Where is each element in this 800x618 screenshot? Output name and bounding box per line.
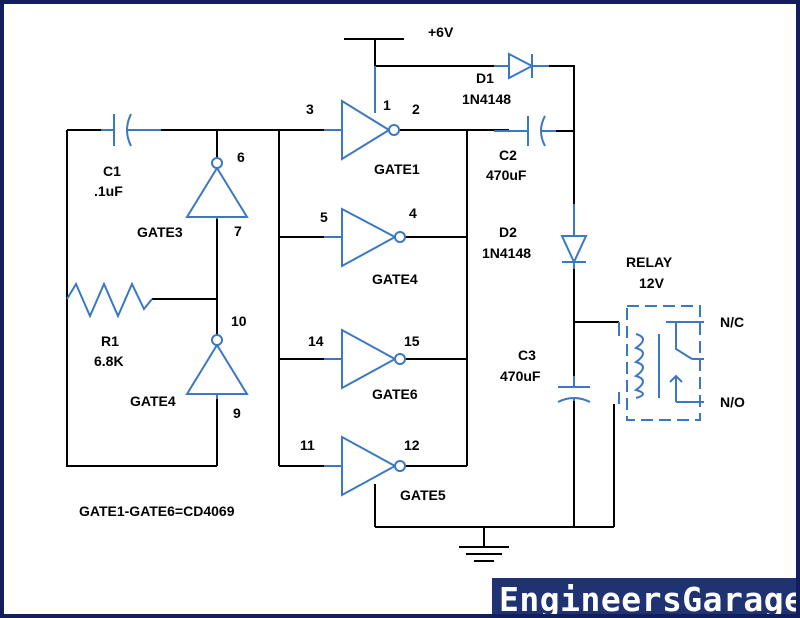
label-c1-name: C1 bbox=[103, 163, 121, 179]
engineersgarage-logo bbox=[492, 578, 796, 614]
label-no: N/O bbox=[720, 394, 745, 410]
gate4-inverter bbox=[324, 207, 406, 268]
label-d2-name: D2 bbox=[499, 224, 517, 240]
input-bus-wire bbox=[278, 129, 324, 467]
gate5-inverter bbox=[324, 435, 406, 497]
label-gate6: GATE6 bbox=[372, 386, 418, 402]
pin-12: 12 bbox=[404, 437, 420, 453]
gate6-inverter bbox=[324, 328, 406, 390]
supply-wire bbox=[344, 38, 504, 67]
circuit-schematic: +6V D1 1N4148 C2 470uF D2 1N4148 C3 470u… bbox=[66, 24, 745, 562]
pin-9: 9 bbox=[233, 405, 241, 421]
pin-10: 10 bbox=[231, 313, 247, 329]
pin-5: 5 bbox=[320, 209, 328, 225]
ground-symbol bbox=[459, 546, 509, 562]
pin-3: 3 bbox=[306, 101, 314, 117]
oscillator-wire bbox=[66, 129, 279, 467]
wiring bbox=[66, 38, 619, 562]
label-gate1: GATE1 bbox=[374, 161, 420, 177]
pin-1: 1 bbox=[383, 97, 391, 113]
label-gate4: GATE4 bbox=[372, 271, 418, 287]
label-d1-part: 1N4148 bbox=[462, 91, 511, 107]
label-c2-name: C2 bbox=[499, 147, 517, 163]
output-bus-wire bbox=[398, 129, 509, 467]
resistor-r1 bbox=[66, 281, 153, 319]
label-relay-voltage: 12V bbox=[639, 275, 665, 291]
label-gate5: GATE5 bbox=[400, 487, 446, 503]
pin-11: 11 bbox=[300, 437, 315, 453]
pin-4: 4 bbox=[409, 205, 417, 221]
gate1-inverter bbox=[324, 66, 400, 161]
label-c2-value: 470uF bbox=[486, 167, 527, 183]
label-c3-value: 470uF bbox=[500, 368, 541, 384]
gate4-left-inverter bbox=[185, 334, 249, 399]
label-ic-note: GATE1-GATE6=CD4069 bbox=[79, 503, 235, 519]
pin-15: 15 bbox=[404, 333, 420, 349]
capacitor-c3 bbox=[557, 376, 591, 403]
gate3-inverter bbox=[185, 157, 249, 219]
label-d2-part: 1N4148 bbox=[482, 245, 531, 261]
label-gate4-left: GATE4 bbox=[130, 393, 176, 409]
label-r1-name: R1 bbox=[101, 333, 119, 349]
diode-d2 bbox=[560, 204, 588, 269]
pin-14: 14 bbox=[308, 333, 324, 349]
label-r1-value: 6.8K bbox=[94, 353, 124, 369]
pin-2: 2 bbox=[412, 101, 420, 117]
capacitor-c1 bbox=[101, 113, 161, 147]
label-d1-name: D1 bbox=[476, 70, 494, 86]
diode-d1 bbox=[494, 52, 549, 80]
label-gate3: GATE3 bbox=[137, 224, 183, 240]
label-relay-name: RELAY bbox=[626, 254, 673, 270]
label-supply: +6V bbox=[428, 24, 454, 40]
capacitor-c2 bbox=[494, 115, 556, 147]
logo-text: EngineersGarage bbox=[499, 580, 800, 618]
right-rail-wire bbox=[375, 65, 619, 547]
relay bbox=[618, 305, 704, 421]
pin-6: 6 bbox=[237, 149, 245, 165]
pin-7: 7 bbox=[234, 223, 242, 239]
label-c3-name: C3 bbox=[518, 347, 536, 363]
label-nc: N/C bbox=[720, 314, 744, 330]
label-c1-value: .1uF bbox=[94, 183, 123, 199]
